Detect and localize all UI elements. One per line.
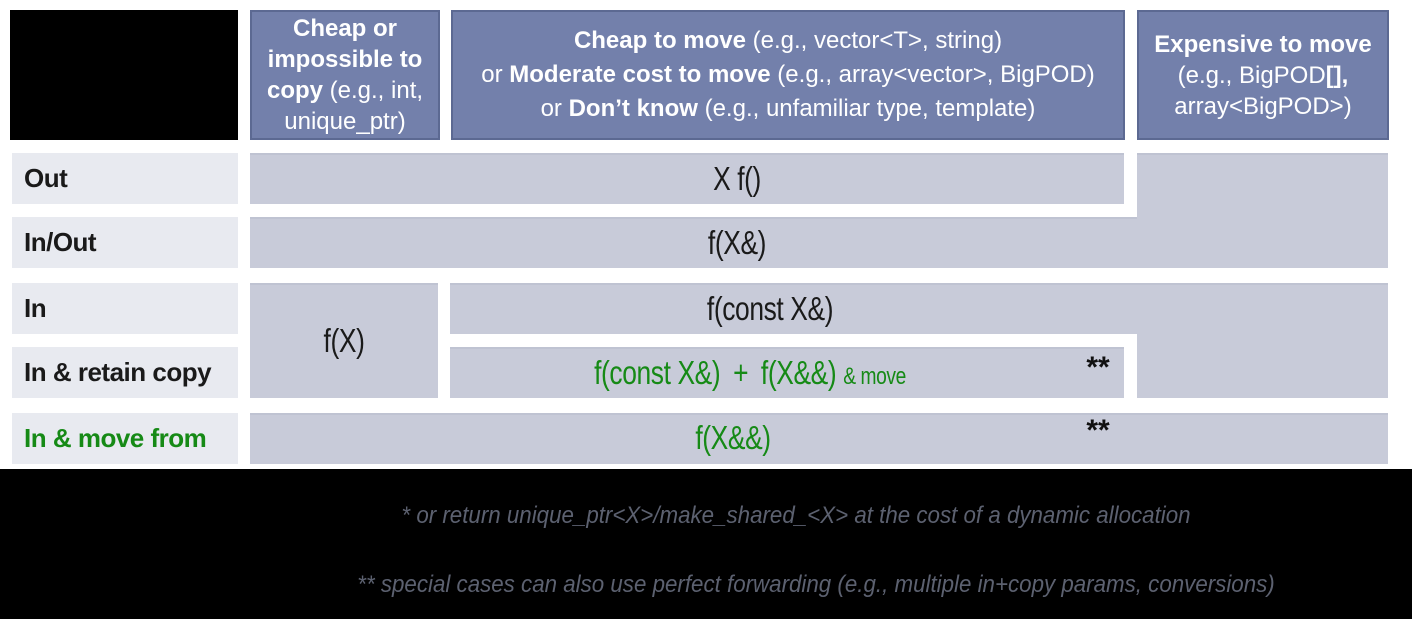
row-header-in-out: In/Out [12,217,238,268]
column-header-expensive-to-move: Expensive to move (e.g., BigPOD[], array… [1137,10,1389,140]
cell-out-return-by-value [250,153,1124,204]
code-out-signature: X f() [713,160,761,197]
header-bold-text: Cheap or impossible to copy [266,15,423,104]
header-example-text: (e.g., vector<T>, string) [745,27,1003,54]
code-rvalueref-part: f(X&&) [760,354,837,391]
code-inout-signature: f(X&) [707,224,767,261]
header-example-text: (e.g., int, unique_ptr) [284,77,424,135]
column-header-text: Cheap or impossible to copy (e.g., int, … [252,13,438,137]
cell-move-from-rvalue-reference [250,413,1388,464]
cell-in-by-value-merged [250,283,438,398]
row-header-in-retain-copy: In & retain copy [12,347,238,398]
row-header-label: In & move from [24,423,207,453]
header-example-text: (e.g., array<vector>, BigPOD) [770,61,1095,88]
column-header-cheap-to-copy: Cheap or impossible to copy (e.g., int, … [250,10,440,140]
double-asterisk-retain-copy: ** [1086,351,1110,384]
header-bold-text: Moderate cost to move [509,61,771,88]
header-line-2: or Moderate cost to move (e.g., array<ve… [481,58,1095,92]
row-header-label: In & retain copy [24,357,212,387]
header-line-3: or Don’t know (e.g., unfamiliar type, te… [481,92,1095,126]
code-move-from-signature: f(X&&) [695,419,771,456]
cell-in-expensive-merged [1137,283,1388,398]
header-bold-text: Don’t know [568,95,698,122]
double-asterisk-move-from: ** [1086,414,1110,447]
header-prefix-text: or [540,95,569,122]
header-example-text: array<BigPOD>) [1174,92,1352,120]
header-line-2: (e.g., BigPOD[], [1154,60,1371,91]
cell-retain-copy-overloads [450,347,1124,398]
plus-sign: + [733,354,749,391]
column-header-cheap-or-moderate-move: Cheap to move (e.g., vector<T>, string) … [451,10,1125,140]
header-prefix-text: or [481,61,510,88]
footnote-dynamic-allocation: * or return unique_ptr<X>/make_shared_<X… [401,502,1191,529]
row-header-label: In/Out [24,227,97,257]
row-header-in: In [12,283,238,334]
code-constref-part: f(const X&) [594,354,721,391]
header-bold-text: Cheap to move [573,27,746,54]
header-bold-text: [], [1325,61,1349,89]
row-header-in-move-from: In & move from [12,413,238,464]
row-header-label: In [24,293,47,323]
code-retain-copy-signatures: f(const X&) + f(X&&) & move [594,354,906,392]
footer-black-band: * or return unique_ptr<X>/make_shared_<X… [0,469,1412,619]
and-move-suffix: & move [843,363,906,390]
row-header-label: Out [24,163,68,193]
header-line-1: Cheap to move (e.g., vector<T>, string) [481,24,1095,58]
footnote-perfect-forwarding: ** special cases can also use perfect fo… [357,571,1275,598]
corner-black-box [10,10,238,140]
column-header-text: Cheap to move (e.g., vector<T>, string) … [481,24,1095,126]
code-in-constref-signature: f(const X&) [706,290,834,327]
cell-out-expensive-merged [1137,153,1388,268]
header-example-text: (e.g., unfamiliar type, template) [697,95,1036,122]
code-in-byvalue-signature: f(X) [323,322,365,359]
header-bold-text: Expensive to move [1154,30,1372,58]
row-header-out: Out [12,153,238,204]
header-example-text: (e.g., BigPOD [1177,61,1326,89]
column-header-text: Expensive to move (e.g., BigPOD[], array… [1154,29,1371,122]
